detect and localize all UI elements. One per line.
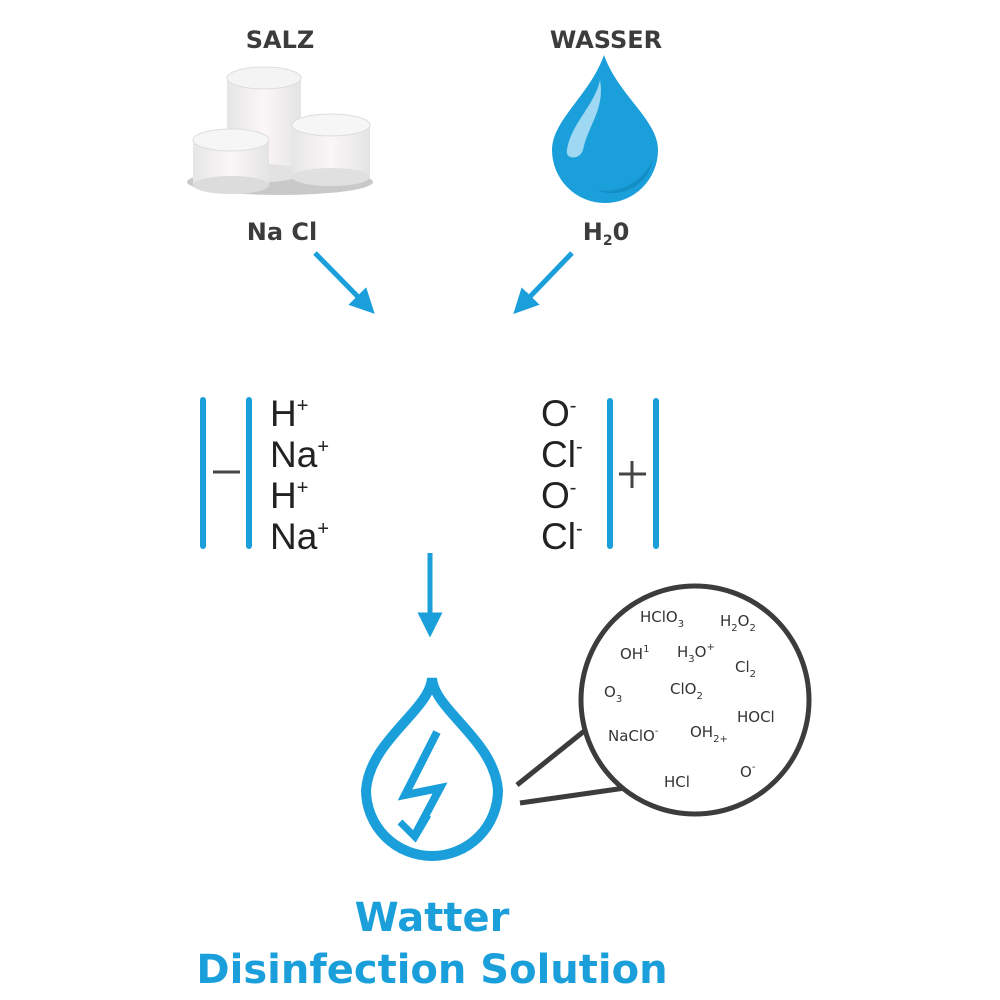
formula-part: O	[541, 393, 570, 434]
formula-part: 2	[696, 691, 703, 702]
formula-part: O	[604, 683, 616, 701]
formula-part: +	[296, 477, 309, 499]
molecule: OH2+	[690, 723, 728, 745]
formula-part: -	[569, 477, 577, 499]
formula-part: -	[751, 762, 756, 773]
water-formula: H20	[582, 218, 630, 249]
formula-part: H	[720, 612, 732, 630]
formula-part: H	[677, 643, 689, 661]
formula-part: HClO	[640, 608, 678, 626]
formula-part: -	[569, 395, 577, 417]
molecule: HOCl	[737, 708, 775, 726]
formula-part: 2	[731, 623, 738, 634]
formula-part: -	[575, 436, 583, 458]
arrow-salt	[313, 251, 375, 314]
formula-part: ClO	[670, 680, 697, 698]
formula-part: -	[654, 726, 659, 737]
formula-part: Cl	[735, 658, 750, 676]
formula-part: O	[541, 475, 570, 516]
result-title-line2: Disinfection Solution	[196, 947, 668, 993]
formula-part: 3	[688, 654, 695, 665]
formula-part: HOCl	[737, 708, 775, 726]
ion: Cl-	[541, 434, 583, 475]
ion: H+	[270, 393, 329, 434]
formula-part: OH	[690, 723, 714, 741]
formula-part: O	[737, 612, 750, 630]
plus-sign-icon	[619, 461, 646, 488]
formula-part: O	[740, 763, 752, 781]
formula-part: -	[575, 518, 583, 540]
formula-part: H	[582, 218, 603, 246]
electrolyzed-drop-icon	[360, 677, 504, 861]
molecule: Cl2	[735, 658, 756, 680]
formula-part: H	[270, 393, 297, 434]
formula-part: +	[296, 395, 309, 417]
formula-part: 3	[615, 694, 623, 705]
molecule: O3	[604, 683, 622, 705]
water-drop-icon	[552, 55, 658, 203]
molecule: HClO3	[640, 608, 684, 630]
formula-part: 2+	[713, 734, 728, 745]
anode-ions: O-Cl-O-Cl-	[541, 393, 583, 557]
molecule: OH1	[620, 644, 650, 664]
ion: Cl-	[541, 516, 583, 557]
ion: H+	[270, 475, 329, 516]
formula-part: Na	[270, 434, 318, 475]
salt-formula: Na Cl	[247, 218, 317, 246]
water-label: WASSER	[549, 26, 663, 54]
formula-part: NaClO	[608, 727, 655, 745]
arrow-water	[513, 251, 574, 315]
molecule: NaClO-	[608, 726, 659, 746]
cathode	[200, 397, 252, 549]
cathode-ions: H+Na+H+Na+	[270, 393, 329, 557]
ion: Na+	[270, 434, 329, 475]
anode	[607, 398, 659, 549]
formula-part: Cl	[541, 516, 576, 557]
formula-part: 2	[749, 623, 756, 634]
ion: O-	[541, 475, 583, 516]
formula-part: Cl	[541, 434, 576, 475]
molecule: O-	[740, 762, 756, 782]
ion: Na+	[270, 516, 329, 557]
molecule: ClO2	[670, 680, 703, 702]
magnifier	[515, 583, 812, 817]
formula-part: HCl	[664, 773, 690, 791]
molecule: HCl	[664, 773, 690, 791]
formula-part: H	[270, 475, 297, 516]
formula-part: 0	[612, 218, 630, 246]
ion: O-	[541, 393, 583, 434]
result-title-line1: Watter	[354, 895, 510, 941]
formula-part: +	[317, 518, 329, 540]
formula-part: O	[694, 643, 707, 661]
molecule: H2O2	[720, 612, 756, 634]
salt-icon	[187, 66, 373, 195]
formula-part: +	[706, 642, 715, 653]
salt-label: SALZ	[245, 26, 315, 54]
formula-part: 3	[677, 619, 685, 630]
formula-part: OH	[620, 645, 644, 663]
formula-part: Na Cl	[246, 218, 318, 246]
molecule: H3O+	[677, 642, 715, 665]
formula-part: 2	[749, 669, 757, 680]
formula-part: Na	[270, 516, 318, 557]
formula-part: 2	[602, 233, 613, 249]
formula-part: 1	[643, 644, 650, 655]
formula-part: +	[317, 436, 329, 458]
